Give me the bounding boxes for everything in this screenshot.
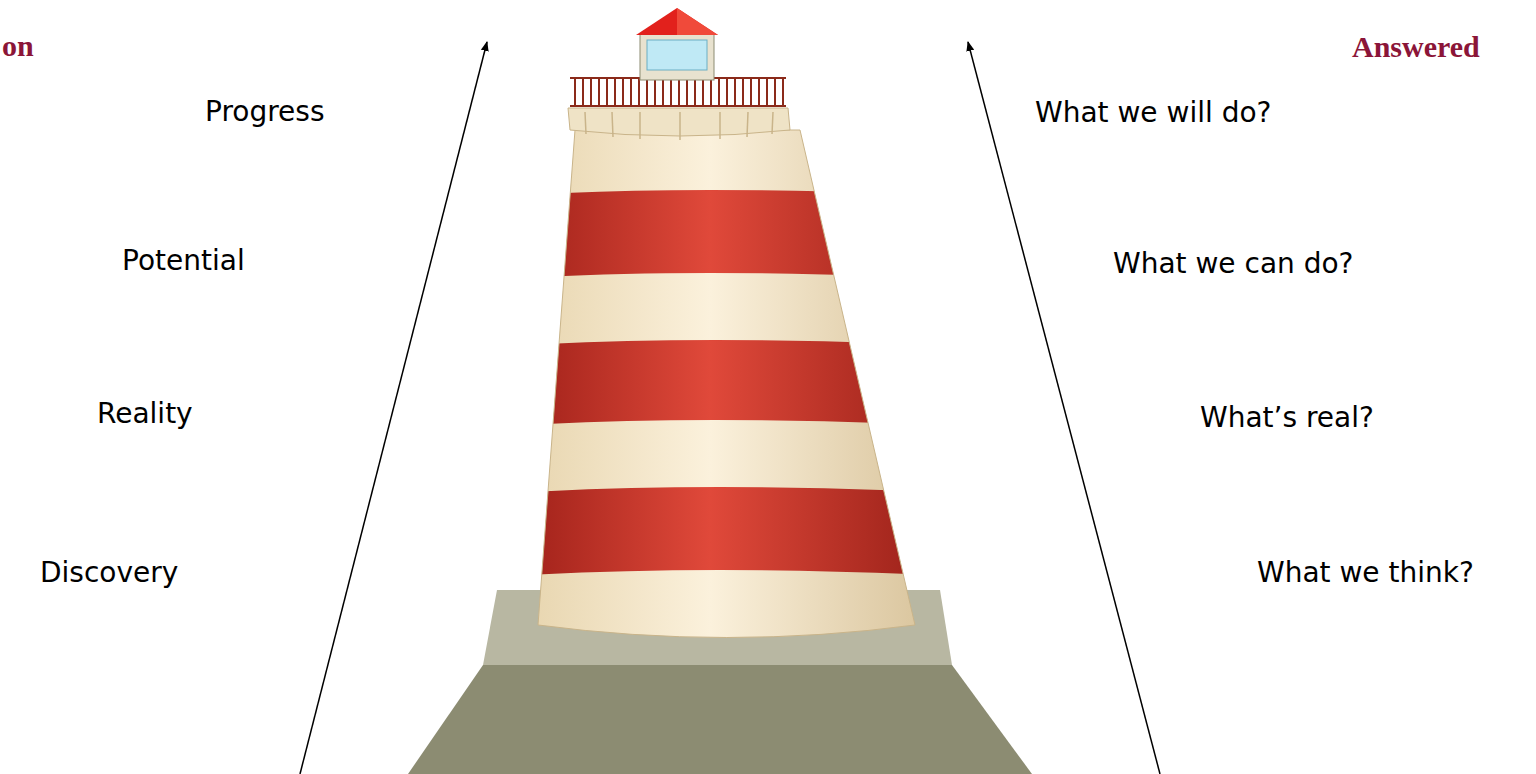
column-heading: Answered: [1352, 30, 1480, 65]
tower: [530, 120, 930, 660]
lantern: [640, 34, 714, 80]
plinth-front: [408, 665, 1032, 774]
question-label: What’s real?: [1200, 402, 1374, 434]
stage-label: Progress: [205, 96, 325, 128]
gallery-collar: [568, 108, 790, 136]
question-label: What we will do?: [1035, 97, 1271, 129]
question-label: What we think?: [1257, 557, 1474, 589]
railing: [570, 78, 786, 106]
left-arrow: [300, 42, 487, 774]
stage-label: Discovery: [40, 557, 178, 589]
column-heading: on: [2, 29, 34, 64]
right-arrow: [968, 42, 1160, 774]
roof-light: [677, 8, 718, 35]
question-label: What we can do?: [1113, 248, 1353, 280]
roof: [636, 8, 718, 35]
lantern-window: [647, 40, 707, 70]
stage-label: Potential: [122, 245, 245, 277]
stage-label: Reality: [97, 398, 193, 430]
